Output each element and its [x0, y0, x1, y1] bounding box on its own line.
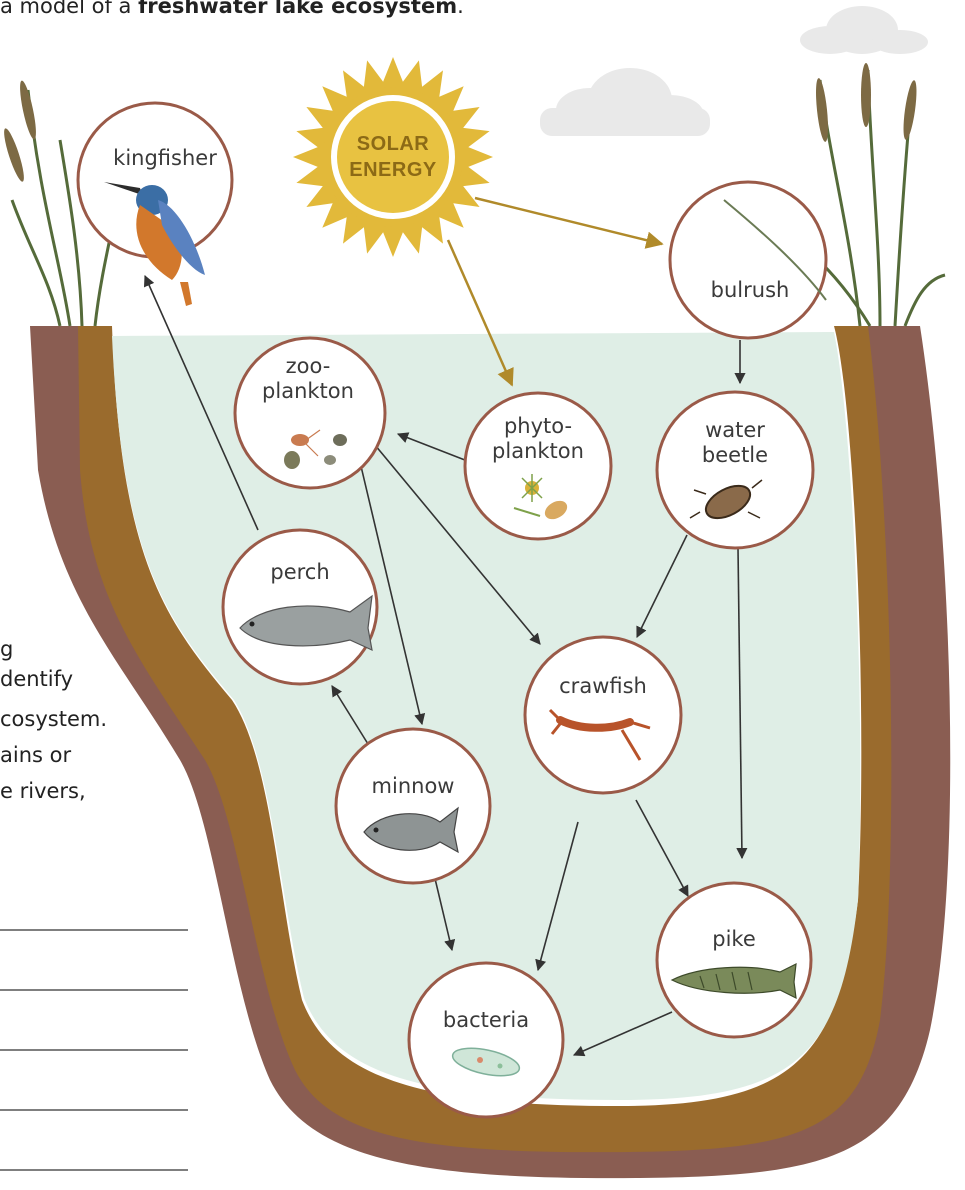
sun-label-line1: SOLAR	[357, 133, 430, 155]
left-text-line-4: ains or	[0, 740, 71, 770]
left-text-line-3: cosystem.	[0, 704, 107, 734]
left-text-line-1: g	[0, 634, 13, 664]
reed-heads-right	[814, 63, 919, 142]
sun: SOLAR ENERGY	[293, 57, 493, 257]
answer-lines	[0, 930, 188, 1170]
sun-label-line2: ENERGY	[349, 159, 437, 181]
reed-heads-left	[1, 80, 40, 184]
node-zooplankton: zoo- plankton	[235, 338, 385, 488]
water-beetle-label-line1: water	[705, 418, 765, 442]
minnow-label: minnow	[372, 774, 455, 798]
perch-label: perch	[270, 560, 329, 584]
sun-disc-inner	[337, 101, 449, 213]
left-text-line-5: e rivers,	[0, 776, 86, 806]
kingfisher-label: kingfisher	[113, 146, 217, 170]
phytoplankton-label-line1: phyto-	[504, 414, 572, 438]
bacteria-label: bacteria	[443, 1008, 529, 1032]
zooplankton-label-line1: zoo-	[286, 354, 331, 378]
node-water-beetle: water beetle	[657, 392, 813, 548]
node-bacteria: bacteria	[409, 963, 563, 1117]
bulrush-label: bulrush	[711, 278, 790, 302]
water-beetle-label-line2: beetle	[702, 443, 768, 467]
zooplankton-label-line2: plankton	[262, 379, 354, 403]
node-crawfish: crawfish	[525, 637, 681, 793]
cloud-middle	[540, 68, 710, 136]
arrow-sun-to-bulrush	[475, 198, 662, 244]
left-text-line-2: dentify	[0, 664, 73, 694]
node-bulrush: bulrush	[670, 182, 826, 338]
cloud-right	[800, 6, 928, 54]
node-kingfisher: kingfisher	[78, 103, 232, 306]
node-perch: perch	[223, 530, 377, 684]
node-phytoplankton: phyto- plankton	[465, 393, 611, 539]
pike-label: pike	[712, 927, 756, 951]
crawfish-label: crawfish	[559, 674, 647, 698]
phytoplankton-label-line2: plankton	[492, 439, 584, 463]
node-minnow: minnow	[336, 729, 490, 883]
node-pike: pike	[657, 883, 811, 1037]
